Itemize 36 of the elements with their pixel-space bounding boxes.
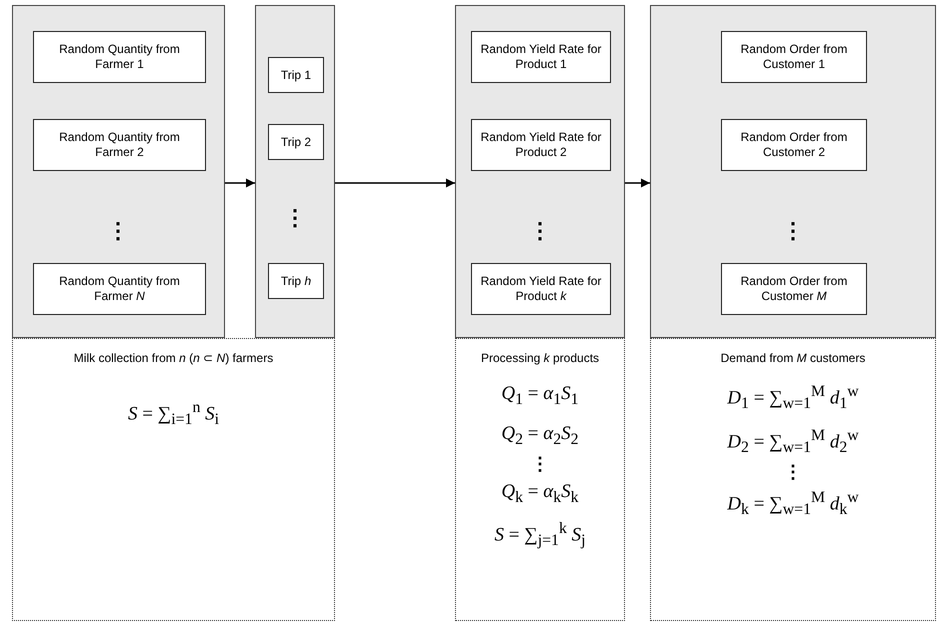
formula-panel xyxy=(650,338,936,621)
formula: S = ∑$_{i=1}$$^{n}$ S$_{i}$ xyxy=(128,399,220,430)
ellipsis-dots: ⋮ xyxy=(784,461,802,484)
process-box: Random Quantity from Farmer 2 xyxy=(33,119,206,171)
formula: Q$_{2}$ = α$_{2}$S$_{2}$ xyxy=(501,422,579,449)
stage-panel xyxy=(255,5,335,338)
ellipsis-dots: ⋮ xyxy=(531,452,549,475)
stage-panel xyxy=(12,5,225,338)
process-box: Random Yield Rate for Product 2 xyxy=(471,119,611,171)
ellipsis-dots: ⋮ xyxy=(781,218,805,244)
process-box: Trip 2 xyxy=(268,124,324,160)
process-box: Random Yield Rate for Product k xyxy=(471,263,611,315)
formula: S = ∑$_{j=1}$$^{k}$ S$_{j}$ xyxy=(494,520,586,551)
process-box: Random Quantity from Farmer 1 xyxy=(33,31,206,83)
formula: Q$_{1}$ = α$_{1}$S$_{1}$ xyxy=(501,383,579,409)
process-box: Random Yield Rate for Product 1 xyxy=(471,31,611,83)
stage-panel xyxy=(650,5,936,338)
panel-heading: Processing k products xyxy=(480,351,600,365)
process-box: Trip 1 xyxy=(268,57,324,93)
panel-heading: Milk collection from n (n ⊂ N) farmers xyxy=(74,351,274,365)
ellipsis-dots: ⋮ xyxy=(528,218,552,244)
process-box: Trip h xyxy=(268,263,324,299)
formula-panel xyxy=(12,338,335,621)
panel-heading: Demand from M customers xyxy=(720,351,866,365)
arrow xyxy=(625,178,650,188)
ellipsis-dots: ⋮ xyxy=(106,218,130,244)
process-box: Random Order from Customer M xyxy=(721,263,867,315)
arrow xyxy=(335,178,455,188)
process-box: Random Order from Customer 2 xyxy=(721,119,867,171)
formula: Q$_{k}$ = α$_{k}$S$_{k}$ xyxy=(501,480,579,506)
arrow xyxy=(225,178,255,188)
stage-panel xyxy=(455,5,625,338)
process-box: Random Order from Customer 1 xyxy=(721,31,867,83)
process-box: Random Quantity from Farmer N xyxy=(33,263,206,315)
formula-panel xyxy=(455,338,625,621)
ellipsis-dots: ⋮ xyxy=(283,205,307,231)
